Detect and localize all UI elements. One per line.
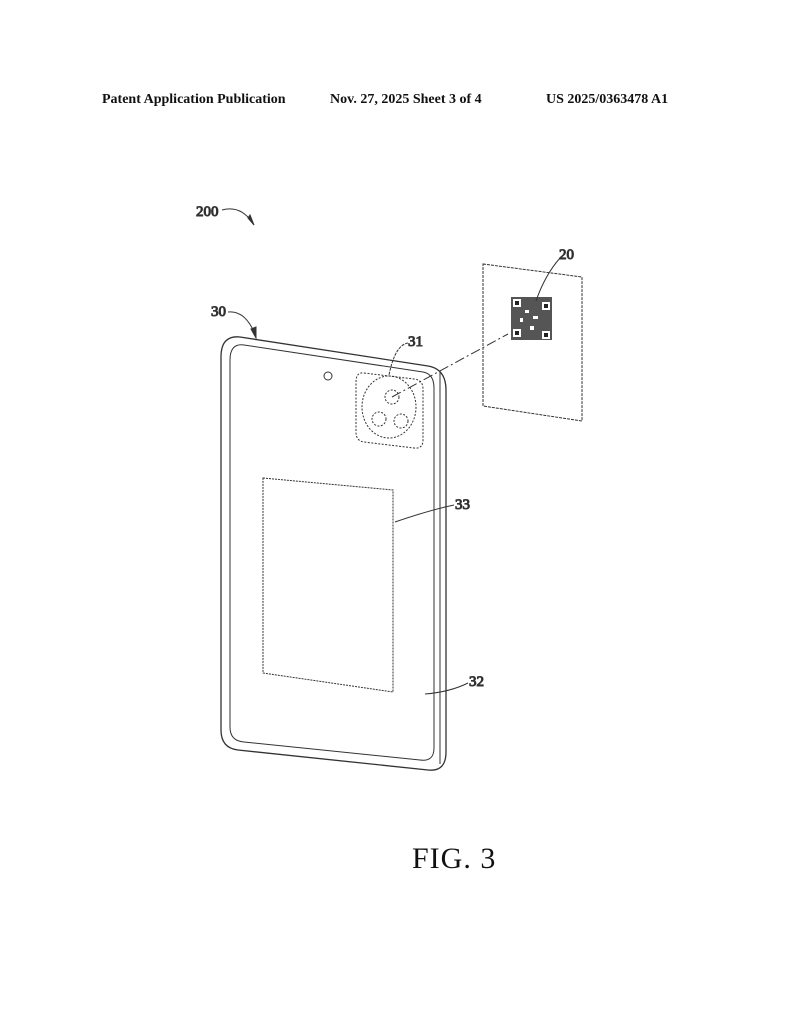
leader-200 bbox=[221, 208, 253, 223]
scan-line bbox=[391, 333, 509, 398]
camera-module bbox=[355, 372, 424, 449]
phone-outer-edge bbox=[220, 336, 447, 771]
label-33: 33 bbox=[455, 497, 470, 513]
header-publication: Patent Application Publication bbox=[102, 92, 286, 107]
label-32: 32 bbox=[469, 674, 484, 690]
arrow-30 bbox=[250, 326, 257, 340]
label-20: 20 bbox=[559, 247, 574, 263]
leader-20 bbox=[535, 257, 561, 302]
label-31: 31 bbox=[408, 334, 423, 350]
phone-inner-edge bbox=[229, 344, 435, 761]
leader-31 bbox=[388, 342, 409, 376]
header-patent-number: US 2025/0363478 A1 bbox=[546, 92, 669, 107]
figure-caption: FIG. 3 bbox=[412, 842, 497, 875]
display-area bbox=[262, 477, 394, 693]
leader-32 bbox=[424, 682, 469, 695]
leader-33 bbox=[394, 504, 455, 523]
header-date-sheet: Nov. 27, 2025 Sheet 3 of 4 bbox=[330, 92, 482, 107]
qr-code bbox=[511, 297, 552, 340]
label-200: 200 bbox=[196, 204, 219, 220]
camera-lens-main bbox=[384, 389, 400, 405]
arrow-200 bbox=[247, 213, 255, 226]
camera-lens-2 bbox=[371, 411, 387, 427]
camera-lens-3 bbox=[393, 413, 409, 429]
flash-icon bbox=[323, 371, 333, 381]
label-30: 30 bbox=[211, 304, 226, 320]
leader-30 bbox=[227, 311, 256, 335]
code-card bbox=[482, 263, 583, 422]
